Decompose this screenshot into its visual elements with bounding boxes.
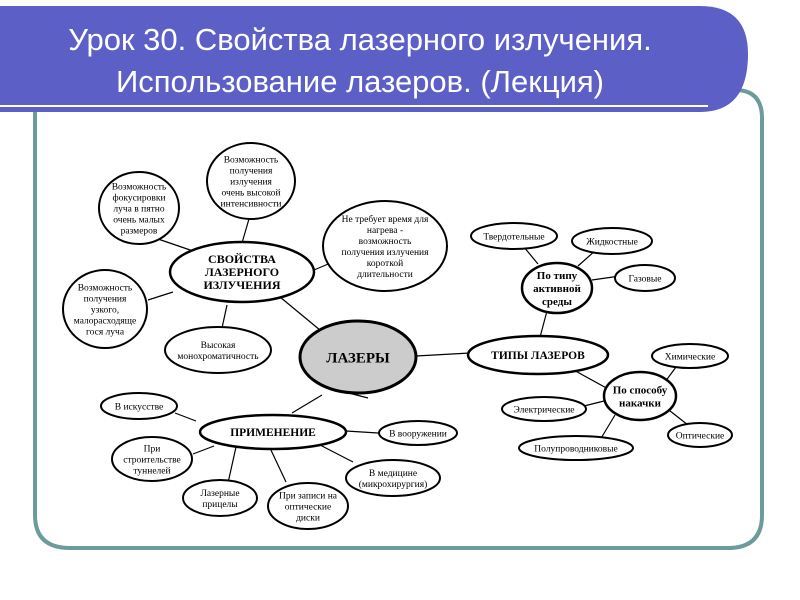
app-armament-ellipse [378, 420, 458, 446]
app-armament-label: В вооружении [389, 429, 447, 439]
pumping-chemical-label: Химические [665, 352, 715, 362]
medium-solid-ellipse [470, 222, 558, 250]
pumping-chemical-ellipse [651, 343, 729, 369]
medium-gas-ellipse [614, 264, 676, 292]
application-hub-label: ПРИМЕНЕНИЕ [230, 427, 316, 439]
app-disks-ellipse [267, 482, 349, 530]
pumping-optical-ellipse [667, 422, 733, 448]
medium-liquid-ellipse [571, 227, 653, 255]
pumping-electric-label: Электрические [513, 405, 574, 415]
center-node-ellipse [298, 319, 418, 395]
slide-title-line-1: Урок 30. Свойства лазерного излучения. [68, 22, 652, 57]
title-banner [0, 6, 748, 112]
slide-title-line-2: Использование лазеров. (Лекция) [115, 64, 605, 99]
prop-narrow-beam-ellipse [62, 269, 148, 349]
app-medicine-ellipse [345, 459, 441, 497]
app-art-ellipse [100, 392, 178, 420]
types-hub-label: ТИПЫ ЛАЗЕРОВ [491, 350, 585, 362]
properties-hub-ellipse [168, 240, 316, 304]
pumping-hub-ellipse [602, 370, 678, 422]
prop-no-heating-ellipse [322, 200, 448, 292]
center-node-label: ЛАЗЕРЫ [326, 350, 390, 366]
app-tunnels-ellipse [111, 436, 193, 482]
medium-liquid-label: Жидкостные [586, 237, 638, 247]
prop-focusing-ellipse [98, 171, 180, 245]
medium-gas-label: Газовые [628, 274, 661, 284]
pumping-optical-label: Оптические [676, 431, 725, 441]
types-hub-ellipse [466, 334, 610, 376]
pumping-electric-ellipse [501, 396, 587, 422]
prop-intensity-ellipse [206, 142, 296, 220]
prop-monochrome-ellipse [164, 326, 272, 374]
app-art-label: В искусстве [115, 402, 163, 412]
medium-solid-label: Твердотельные [483, 232, 544, 242]
pumping-semiconductor-ellipse [518, 435, 634, 461]
medium-hub-ellipse [520, 261, 594, 315]
app-medicine-label: В медицине(микрохирургия) [359, 469, 428, 490]
application-hub-ellipse [198, 413, 348, 451]
pumping-semiconductor-label: Полупроводниковые [534, 444, 617, 454]
app-sights-ellipse [182, 479, 258, 517]
